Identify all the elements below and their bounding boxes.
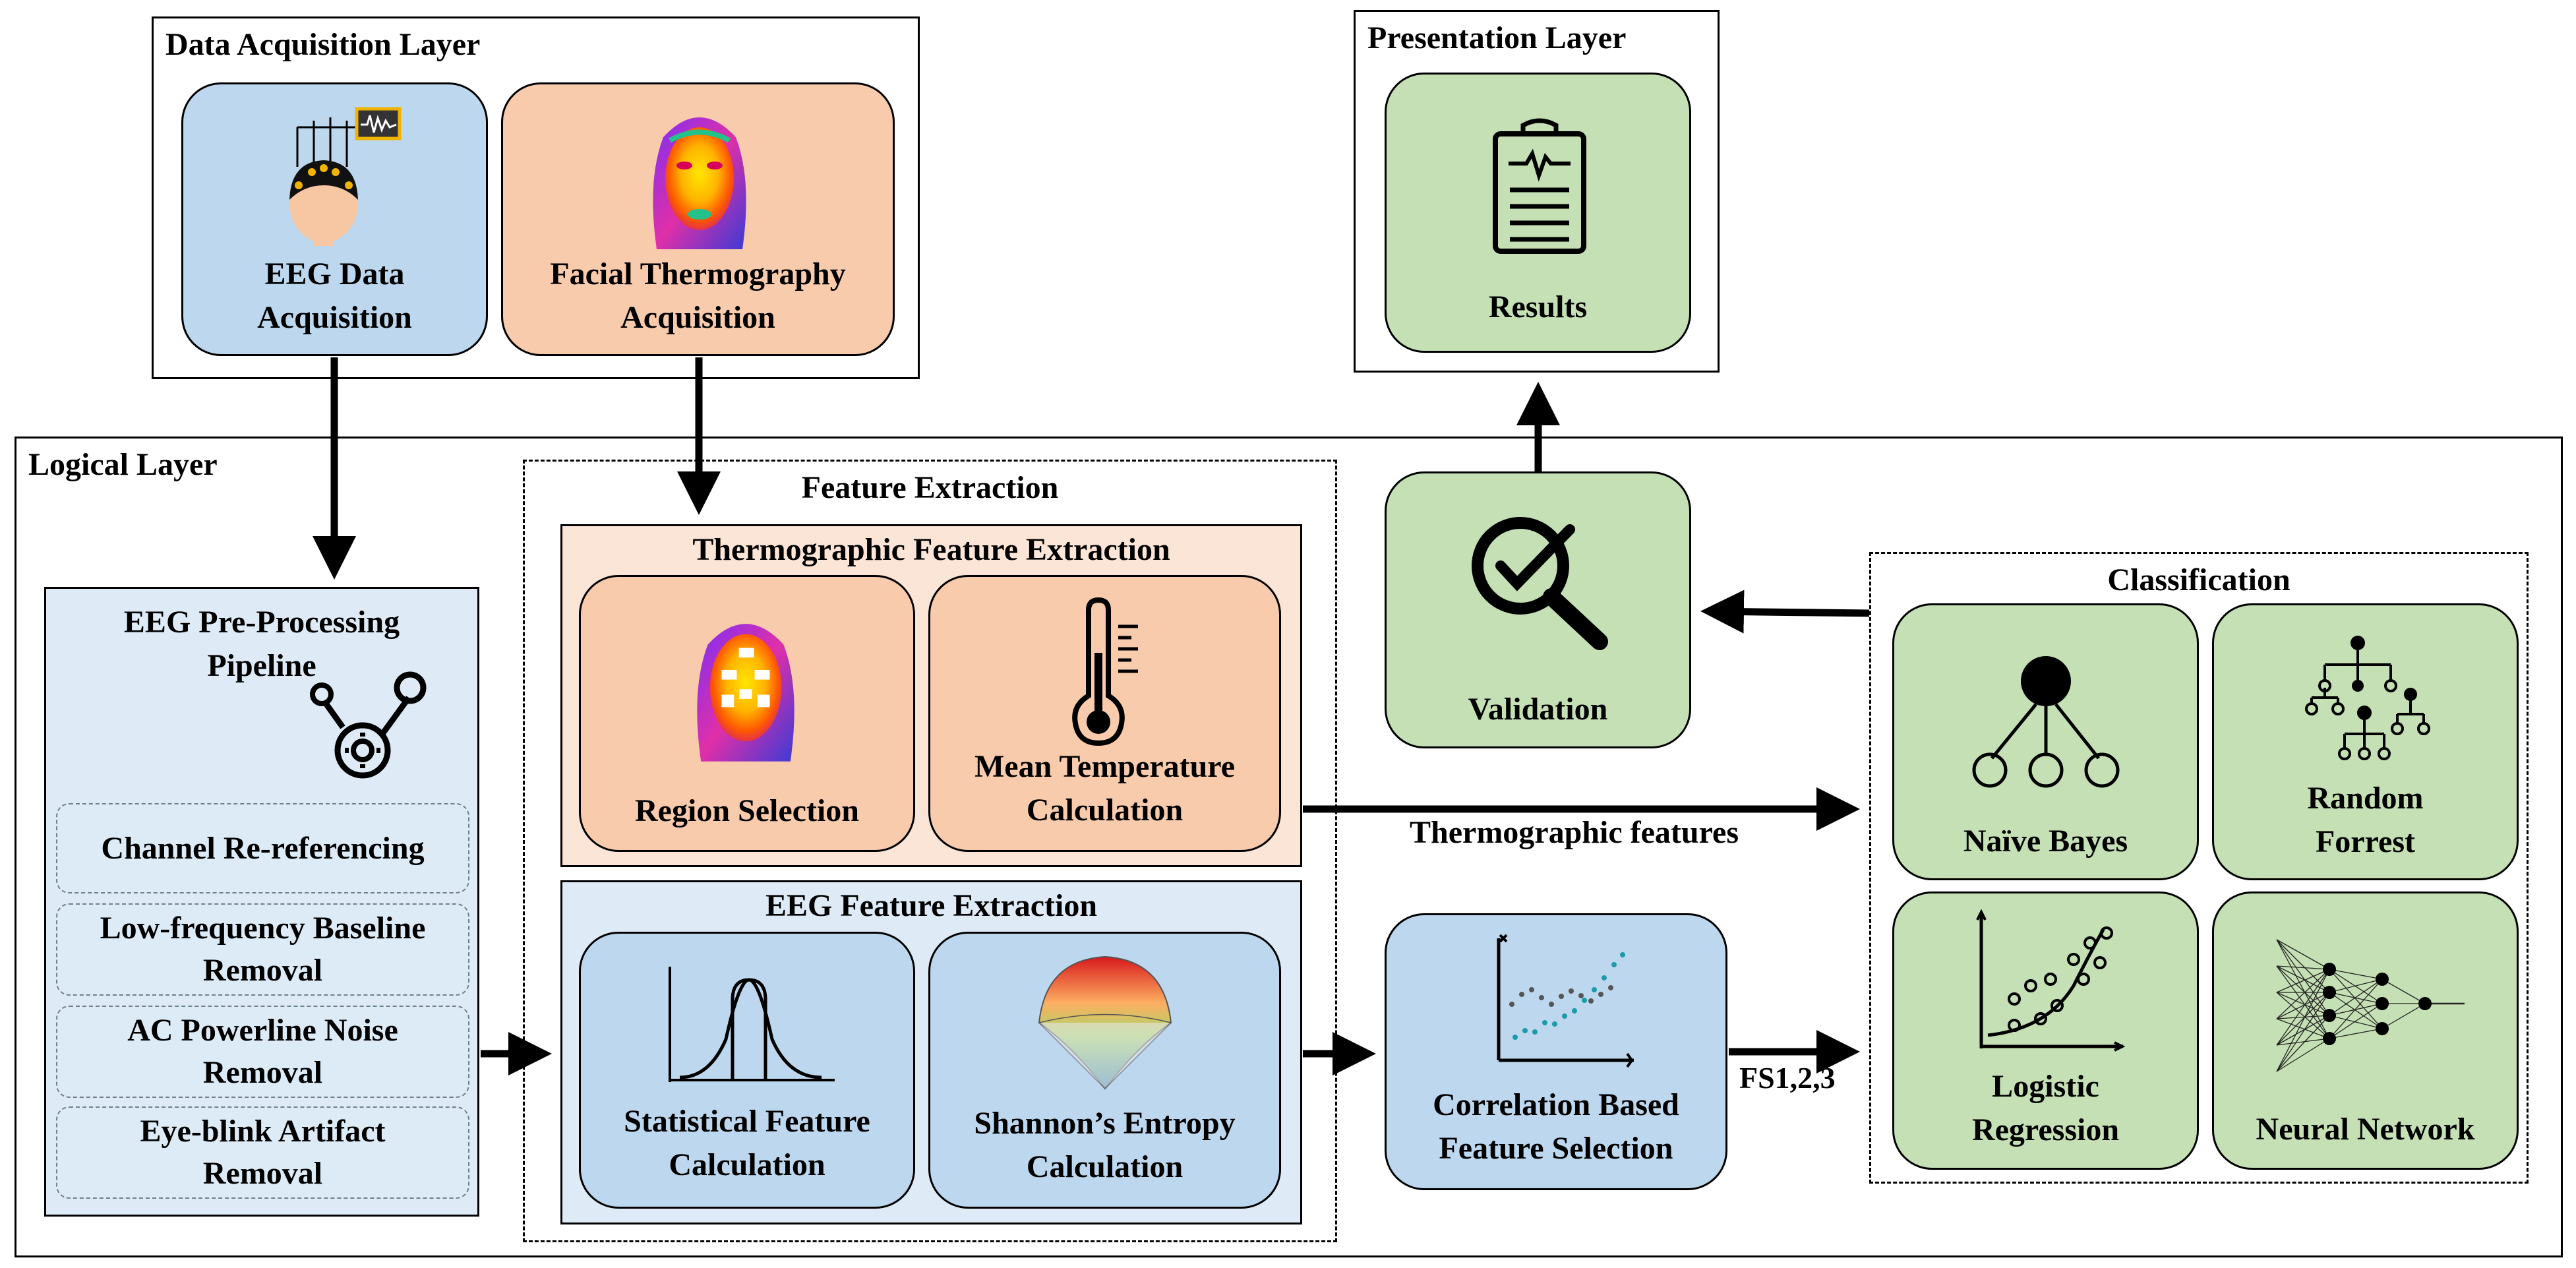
neural-network-label: Neural Network — [2256, 1112, 2475, 1147]
clipboard-icon — [1493, 118, 1586, 254]
eeg-acquisition-node[interactable]: EEG Data Acquisition — [181, 82, 488, 356]
naive-bayes-icon — [1972, 656, 2120, 788]
naive-bayes-label: Naïve Bayes — [1963, 824, 2128, 859]
classification-title: Classification — [2107, 562, 2291, 597]
preprocessing-step[interactable]: Low-frequency Baseline Removal — [56, 903, 469, 996]
results-node[interactable]: Results — [1385, 73, 1691, 353]
logistic-regression-icon — [1976, 909, 2126, 1052]
random-forest-label: Random Forrest — [2307, 781, 2424, 859]
bell-curve-icon — [669, 967, 835, 1082]
random-forest-node[interactable]: Random Forrest — [2212, 603, 2519, 880]
statistical-feature-label: Statistical Feature Calculation — [624, 1104, 870, 1182]
eeg-feature-title: EEG Feature Extraction — [765, 888, 1098, 923]
statistical-feature-node[interactable]: Statistical Feature Calculation — [579, 932, 915, 1209]
validation-label: Validation — [1468, 692, 1608, 727]
results-label: Results — [1488, 289, 1588, 324]
correlation-selection-label: Correlation Based Feature Selection — [1433, 1087, 1679, 1166]
region-selection-label: Region Selection — [635, 793, 859, 828]
presentation-layer-title: Presentation Layer — [1367, 20, 1627, 55]
thermal-face-icon — [697, 624, 794, 762]
validation-node[interactable]: Validation — [1385, 471, 1691, 748]
feature-extraction-group: Feature Extraction — [523, 460, 1337, 1242]
feature-extraction-title: Feature Extraction — [801, 470, 1059, 505]
thermo-feature-title: Thermographic Feature Extraction — [692, 532, 1170, 567]
shannon-entropy-node[interactable]: Shannon’s Entropy Calculation — [928, 932, 1281, 1209]
thermo-acquisition-label: Facial Thermography Acquisition — [550, 257, 846, 335]
region-selection-node[interactable]: Region Selection — [579, 575, 915, 852]
scatter-plot-icon — [1497, 934, 1634, 1068]
preprocessing-title: EEG Pre-Processing Pipeline — [123, 605, 400, 683]
thermal-face-icon — [653, 117, 746, 249]
data-acquisition-layer-title: Data Acquisition Layer — [165, 27, 481, 62]
entropy-surface-icon — [1038, 955, 1172, 1090]
logical-layer-title: Logical Layer — [28, 447, 218, 482]
eeg-acquisition-label: EEG Data Acquisition — [257, 257, 412, 335]
arrow-classification-to-validation — [1700, 589, 1870, 634]
random-forest-icon — [2305, 636, 2430, 760]
eeg-cap-icon — [289, 107, 402, 246]
neural-network-node[interactable]: Neural Network — [2212, 891, 2519, 1170]
logistic-regression-node[interactable]: Logistic Regression — [1892, 891, 2199, 1170]
logistic-regression-label: Logistic Regression — [1971, 1069, 2120, 1147]
correlation-selection-node[interactable]: Correlation Based Feature Selection — [1385, 913, 1727, 1190]
classification-group: Classification — [1869, 552, 2529, 1184]
neural-network-icon — [2276, 939, 2465, 1072]
thermometer-icon — [1072, 597, 1138, 746]
thermographic-features-label: Thermographic features — [1410, 815, 1739, 850]
thermo-acquisition-node[interactable]: Facial Thermography Acquisition — [501, 82, 895, 356]
shannon-entropy-label: Shannon’s Entropy Calculation — [974, 1106, 1236, 1184]
naive-bayes-node[interactable]: Naïve Bayes — [1892, 603, 2199, 880]
magnifier-check-icon — [1472, 517, 1608, 650]
preprocessing-step[interactable]: Eye-blink Artifact Removal — [56, 1106, 469, 1199]
mean-temperature-label: Mean Temperature Calculation — [974, 749, 1236, 828]
preprocessing-step[interactable]: Channel Re-referencing — [56, 803, 469, 893]
preprocessing-step[interactable]: AC Powerline Noise Removal — [56, 1006, 469, 1098]
mean-temperature-node[interactable]: Mean Temperature Calculation — [928, 575, 1281, 852]
gear-pipeline-icon — [310, 671, 427, 779]
